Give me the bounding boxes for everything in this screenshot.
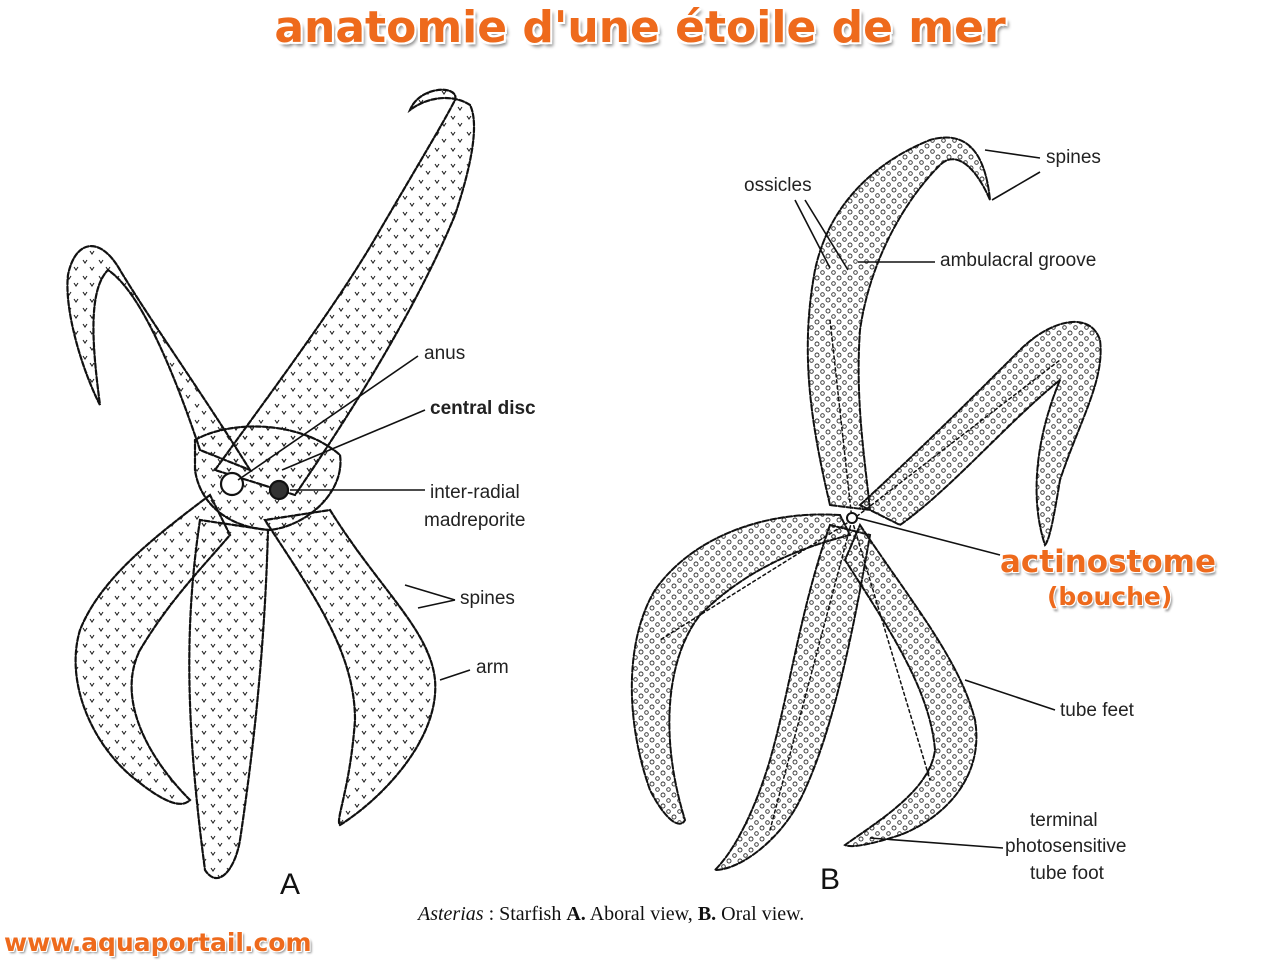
label-tube-foot: tube foot [1030,863,1104,884]
starfish-a-upper-left-arm [66,245,253,473]
leader-central-disc [281,409,426,471]
leader-spines-a-2 [417,599,456,609]
starfish-b-left-arm [630,513,852,825]
label-tube-feet: tube feet [1060,700,1134,721]
caption-genus: Asterias [418,903,484,925]
leader-ossicles-1 [794,199,831,269]
starfish-a-upper-right-arm [213,88,476,497]
label-spines-a: spines [460,588,515,609]
figure-a-letter: A [280,868,301,901]
caption-b-text: Oral view. [716,903,805,925]
label-photosensitive: photosensitive [1005,836,1127,857]
caption-sep: : Starfish [483,903,567,925]
leader-spines-b-2 [991,171,1041,201]
figure-b-letter: B [820,863,841,896]
caption-a-text: Aboral view, [585,903,698,925]
label-arm: arm [476,657,509,678]
caption-b-key: B. [697,903,717,925]
label-inter-radial: inter-radial [430,482,520,503]
starfish-a-lower-right-arm [263,508,437,827]
label-madreporite: madreporite [424,510,526,531]
starfish-b-right-arm [858,321,1102,547]
label-ossicles: ossicles [744,175,812,196]
starfish-a-madreporite [268,479,290,501]
starfish-a-central-disc [193,425,342,532]
leader-terminal-tube-foot [869,837,1004,849]
starfish-a-anus [219,471,245,497]
page-title: anatomie d'une étoile de mer [274,2,1006,53]
website-link[interactable]: www.aquaportail.com [4,928,312,957]
label-central-disc: central disc [430,398,536,419]
starfish-b-lower-left-arm [712,523,872,872]
leader-spines-a-1 [404,584,456,601]
starfish-b-lower-right-arm [843,522,978,848]
leader-actinostome [857,517,1001,556]
starfish-b-upper-arm [806,136,991,512]
starfish-b [630,136,1102,872]
leader-anus [237,355,419,481]
starfish-b-actinostome [846,512,858,524]
starfish-a [66,88,476,879]
leader-ossicles-2 [804,199,849,271]
figure-caption: Asterias : Starfish A. Aboral view, B. O… [418,903,804,926]
label-anus: anus [424,343,466,364]
label-terminal: terminal [1030,810,1098,831]
leader-spines-b-1 [984,149,1041,159]
starfish-a-lower-middle-arm [188,518,270,879]
label-actinostome: actinostome [1000,544,1217,580]
label-bouche: (bouche) [1047,582,1173,611]
label-ambulacral-groove: ambulacral groove [940,250,1097,271]
label-spines-b: spines [1046,147,1101,168]
leader-tube-feet [964,679,1056,711]
leader-arm [439,669,471,681]
caption-a-key: A. [566,903,586,925]
leader-lines [237,149,1056,849]
starfish-a-lower-left-arm [74,493,232,805]
